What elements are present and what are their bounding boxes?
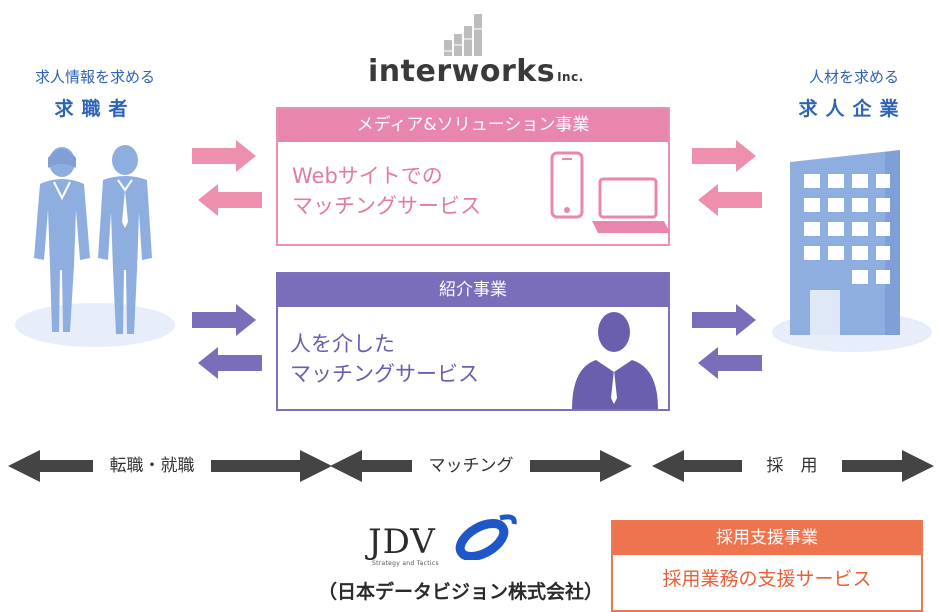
matching-label: マッチング <box>412 453 530 479</box>
bar-graph-logo-icon <box>444 14 482 56</box>
seeker-subtitle: 求人情報を求める <box>34 68 155 86</box>
office-building-icon <box>772 150 932 352</box>
arrow-right-pink-left <box>192 140 256 172</box>
jdv-tagline: Strategy and Tactics <box>372 560 439 567</box>
introduction-box: 紹介事業 人を介した マッチングサービス <box>276 272 670 411</box>
company-title: 求人企業 <box>798 98 907 120</box>
introduction-header: 紹介事業 <box>278 274 668 307</box>
arrow-left-purple-left <box>198 347 262 379</box>
career-label: 転職・就職 <box>93 453 211 479</box>
arrow-right-purple-left <box>192 304 256 336</box>
hiring-label: 採 用 <box>742 453 842 479</box>
media-solution-box: メディア&ソリューション事業 Webサイトでの マッチングサービス <box>276 107 670 246</box>
brand-suffix: Inc. <box>557 70 584 84</box>
arrow-left-purple-right <box>698 347 762 379</box>
media-solution-text: Webサイトでの マッチングサービス <box>292 161 481 221</box>
businessman-silhouette-icon <box>572 312 658 409</box>
recruitment-support-text: 採用業務の支援サービス <box>662 568 872 590</box>
arrow-left-pink-left <box>198 184 262 216</box>
arrow-right-purple-right <box>692 304 756 336</box>
intro-text-line1: 人を介した <box>290 332 395 356</box>
jdv-logo: JDV <box>368 522 436 562</box>
brand-name: interworks <box>368 54 556 89</box>
company-subtitle: 人材を求める <box>808 68 899 86</box>
media-solution-header: メディア&ソリューション事業 <box>278 109 668 142</box>
laptop-icon <box>592 177 670 233</box>
arrow-left-pink-right <box>698 184 762 216</box>
smartphone-icon <box>550 151 584 219</box>
introduction-text: 人を介した マッチングサービス <box>290 329 479 389</box>
media-text-line1: Webサイトでの <box>292 164 443 188</box>
media-text-line2: マッチングサービス <box>292 194 481 218</box>
jdv-swoosh-icon <box>455 514 517 560</box>
intro-text-line2: マッチングサービス <box>290 362 479 386</box>
jdv-company-name: （日本データビジョン株式会社） <box>318 581 604 603</box>
recruitment-support-header: 採用支援事業 <box>613 522 921 555</box>
arrow-right-pink-right <box>692 140 756 172</box>
person-pair-icon <box>15 145 175 347</box>
seeker-title: 求職者 <box>54 98 136 120</box>
recruitment-support-box: 採用支援事業 採用業務の支援サービス <box>611 520 923 612</box>
